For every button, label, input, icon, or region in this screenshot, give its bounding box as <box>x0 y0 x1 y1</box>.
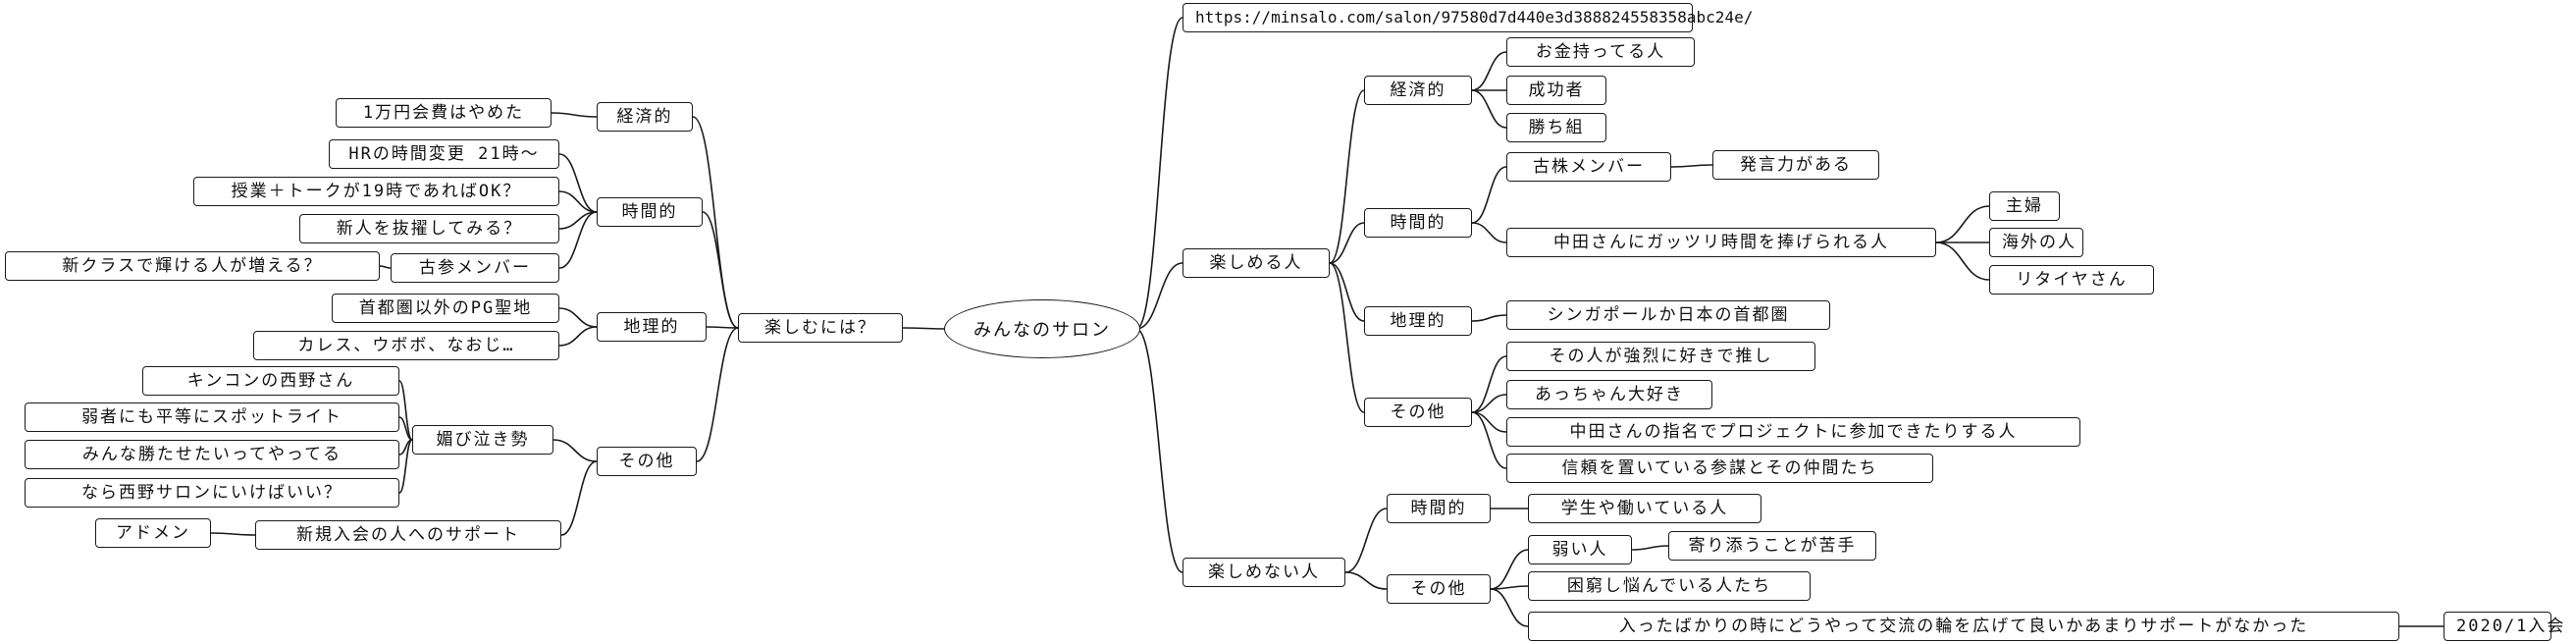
node-promote-newcomers[interactable]: 新人を抜擢してみる？ <box>299 214 559 243</box>
node-new-class-shine[interactable]: 新クラスで輝ける人が増える？ <box>5 251 380 281</box>
edge-r2-r2b <box>1344 571 1388 590</box>
edge-l1c-l1c2 <box>558 326 598 347</box>
node-love-acchan[interactable]: あっちゃん大好き <box>1506 380 1712 409</box>
node-enjoy-geo[interactable]: 地理的 <box>1364 306 1472 336</box>
edge-r1-r1c <box>1329 262 1365 322</box>
edge-r2b1-r2b1a <box>1631 545 1669 551</box>
edge-root-r2 <box>1135 328 1183 573</box>
node-struggling-people[interactable]: 困窮し悩んでいる人たち <box>1528 571 1811 601</box>
edge-l1a-l1a1 <box>551 112 598 118</box>
edge-l1d1-l1d1b <box>398 416 413 441</box>
node-enjoy-other[interactable]: その他 <box>1364 398 1472 427</box>
node-newcomer-support[interactable]: 新規入会の人へのサポート <box>255 520 561 550</box>
edge-root-r1 <box>1135 262 1183 330</box>
edge-r1-r1d <box>1329 262 1365 413</box>
node-hr-time-change[interactable]: HRの時間変更 21時～ <box>329 139 559 169</box>
node-crying-group[interactable]: 媚び泣き勢 <box>412 425 553 455</box>
edge-root-url <box>1135 17 1183 330</box>
node-retired[interactable]: リタイヤさん <box>1989 265 2154 295</box>
node-rich-people[interactable]: お金持ってる人 <box>1506 37 1695 67</box>
node-trusted-staff[interactable]: 信頼を置いている参謀とその仲間たち <box>1506 454 1933 483</box>
edge-l1-l1b <box>702 211 739 329</box>
edge-l1d1-l1d1d <box>398 439 413 494</box>
edge-r1d-r1d4 <box>1471 411 1507 469</box>
node-how-economic[interactable]: 経済的 <box>597 102 693 132</box>
node-admen[interactable]: アドメン <box>95 518 211 548</box>
node-how-time[interactable]: 時間的 <box>597 197 703 227</box>
edge-r1b-r1b2 <box>1471 222 1507 243</box>
edge-l1d-l1d1 <box>552 439 598 462</box>
node-how-to-enjoy[interactable]: 楽しむには？ <box>738 313 903 343</box>
edge-l1b-l1b1 <box>558 153 598 213</box>
edge-l1-l1d <box>696 327 739 462</box>
node-singapore-tokyo[interactable]: シンガポールか日本の首都圏 <box>1506 300 1830 330</box>
edge-l1b-l1b2 <box>558 190 598 213</box>
edge-r1d-r1d2 <box>1471 394 1507 413</box>
edge-r1-r1a <box>1329 89 1365 264</box>
edge-r1-r1b <box>1329 222 1365 264</box>
node-spotlight-weak[interactable]: 弱者にも平等にスポットライト <box>25 402 399 432</box>
edge-l1b4-l1b4a <box>379 265 392 269</box>
node-successful[interactable]: 成功者 <box>1506 76 1606 105</box>
node-influential[interactable]: 発言力がある <box>1712 150 1879 180</box>
edge-r1b2-r1b2a <box>1935 205 1990 243</box>
edge-l1-l1c <box>706 326 739 329</box>
node-not-enjoy-people[interactable]: 楽しめない人 <box>1183 558 1345 587</box>
edge-r2b-r2b3 <box>1490 588 1529 627</box>
edge-root-l1 <box>902 327 949 330</box>
edge-r1b-r1b1 <box>1471 166 1507 224</box>
root-node[interactable]: みんなのサロン <box>944 299 1140 358</box>
node-let-everyone-win[interactable]: みんな勝たせたいってやってる <box>25 440 399 469</box>
node-nominated-project[interactable]: 中田さんの指名でプロジェクトに参加できたりする人 <box>1506 417 2080 447</box>
edge-l1d2-l1d2a <box>210 532 256 536</box>
node-strong-fan[interactable]: その人が強烈に好きで推し <box>1506 342 1815 371</box>
node-housewife[interactable]: 主婦 <box>1989 191 2060 221</box>
node-pg-holy-land[interactable]: 首都圏以外のPG聖地 <box>332 294 559 323</box>
node-weak-people[interactable]: 弱い人 <box>1528 535 1632 564</box>
edge-r2b-r2b1 <box>1490 549 1529 590</box>
node-how-geo[interactable]: 地理的 <box>597 312 707 342</box>
edge-r1b2-r1b2c <box>1935 242 1990 281</box>
node-overseas[interactable]: 海外の人 <box>1989 228 2083 257</box>
edge-r2-r2a <box>1344 508 1388 573</box>
edge-r1d-r1d1 <box>1471 355 1507 413</box>
edge-l1b-l1b4 <box>558 211 598 269</box>
node-nishino[interactable]: キンコンの西野さん <box>142 366 399 396</box>
node-go-nishino-salon[interactable]: なら西野サロンにいけばいい？ <box>25 478 399 508</box>
edge-l1c-l1c1 <box>558 307 598 328</box>
node-bad-at-empathy[interactable]: 寄り添うことが苦手 <box>1668 531 1876 561</box>
edge-l1d-l1d2 <box>560 460 598 536</box>
node-url[interactable]: https://minsalo.com/salon/97580d7d440e3d… <box>1183 3 1753 32</box>
node-winners[interactable]: 勝ち組 <box>1506 113 1606 142</box>
node-kares-ubobo-naoji[interactable]: カレス、ウボボ、なおじ… <box>253 331 559 360</box>
node-joined-2020-1[interactable]: 2020/1入会 <box>2444 612 2563 641</box>
node-devote-time[interactable]: 中田さんにガッツリ時間を捧げられる人 <box>1506 228 1936 257</box>
node-veteran-members[interactable]: 古株メンバー <box>1506 152 1671 182</box>
node-how-other[interactable]: その他 <box>597 447 697 476</box>
node-enjoy-economic[interactable]: 経済的 <box>1364 76 1472 105</box>
edge-r1a-r1a3 <box>1471 89 1507 129</box>
node-class-talk-19[interactable]: 授業＋トークが19時であればOK？ <box>193 177 559 206</box>
node-enjoy-time[interactable]: 時間的 <box>1364 208 1472 238</box>
node-not-enjoy-time[interactable]: 時間的 <box>1387 494 1491 523</box>
edge-r1b1-r1b1a <box>1670 164 1713 168</box>
node-students-workers[interactable]: 学生や働いている人 <box>1528 494 1761 523</box>
node-old-members[interactable]: 古参メンバー <box>391 253 559 283</box>
node-drop-fee[interactable]: 1万円会費はやめた <box>336 98 552 128</box>
node-lack-of-support[interactable]: 入ったばかりの時にどうやって交流の輪を広げて良いかあまりサポートがなかった <box>1528 612 2399 641</box>
edge-r1c-r1c1 <box>1471 314 1507 322</box>
node-enjoy-people[interactable]: 楽しめる人 <box>1183 248 1330 278</box>
edge-r1a-r1a1 <box>1471 51 1507 91</box>
node-not-enjoy-other[interactable]: その他 <box>1387 574 1491 604</box>
